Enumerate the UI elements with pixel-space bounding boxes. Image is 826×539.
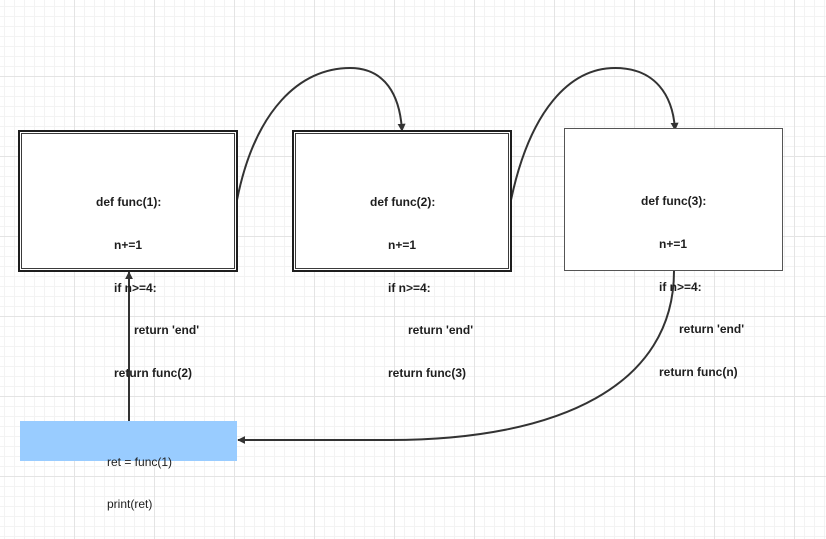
caller-code: ret = func(1) print(ret) bbox=[107, 427, 172, 539]
func1-code: def func(1): n+=1 if n>=4: return 'end' … bbox=[96, 167, 199, 408]
func3-box: def func(3): n+=1 if n>=4: return 'end' … bbox=[564, 128, 783, 379]
arrow-func2-to-func3 bbox=[510, 66, 679, 201]
caller-box: ret = func(1) print(ret) bbox=[20, 421, 237, 511]
func3-code: def func(3): n+=1 if n>=4: return 'end' … bbox=[641, 166, 744, 407]
caller-print-line: print(ret) bbox=[107, 497, 153, 511]
func3-return-end-line: return 'end' bbox=[679, 322, 745, 337]
func2-return-end-line: return 'end' bbox=[408, 323, 474, 338]
func1-return-call-line: return func(2) bbox=[114, 365, 192, 380]
func1-def-line: def func(1): bbox=[96, 195, 162, 210]
func3-def-line: def func(3): bbox=[641, 194, 707, 209]
arrow-func3-to-caller bbox=[237, 270, 675, 444]
func2-box: def func(2): n+=1 if n>=4: return 'end' … bbox=[292, 130, 512, 380]
func1-increment-line: n+=1 bbox=[114, 238, 143, 252]
func1-box: def func(1): n+=1 if n>=4: return 'end' … bbox=[18, 130, 238, 380]
func2-code: def func(2): n+=1 if n>=4: return 'end' … bbox=[370, 167, 473, 408]
func2-return-call-line: return func(3) bbox=[388, 365, 466, 380]
caller-assign-line: ret = func(1) bbox=[107, 455, 173, 469]
arrow-func1-to-func2 bbox=[236, 66, 406, 201]
func3-if-line: if n>=4: bbox=[659, 279, 702, 294]
func2-increment-line: n+=1 bbox=[388, 238, 417, 252]
func1-return-end-line: return 'end' bbox=[134, 323, 200, 338]
func2-def-line: def func(2): bbox=[370, 195, 436, 210]
connector-layer bbox=[125, 66, 679, 444]
func1-if-line: if n>=4: bbox=[114, 280, 157, 295]
func3-return-call-line: return func(n) bbox=[659, 364, 738, 379]
func3-increment-line: n+=1 bbox=[659, 237, 688, 251]
func2-if-line: if n>=4: bbox=[388, 280, 431, 295]
